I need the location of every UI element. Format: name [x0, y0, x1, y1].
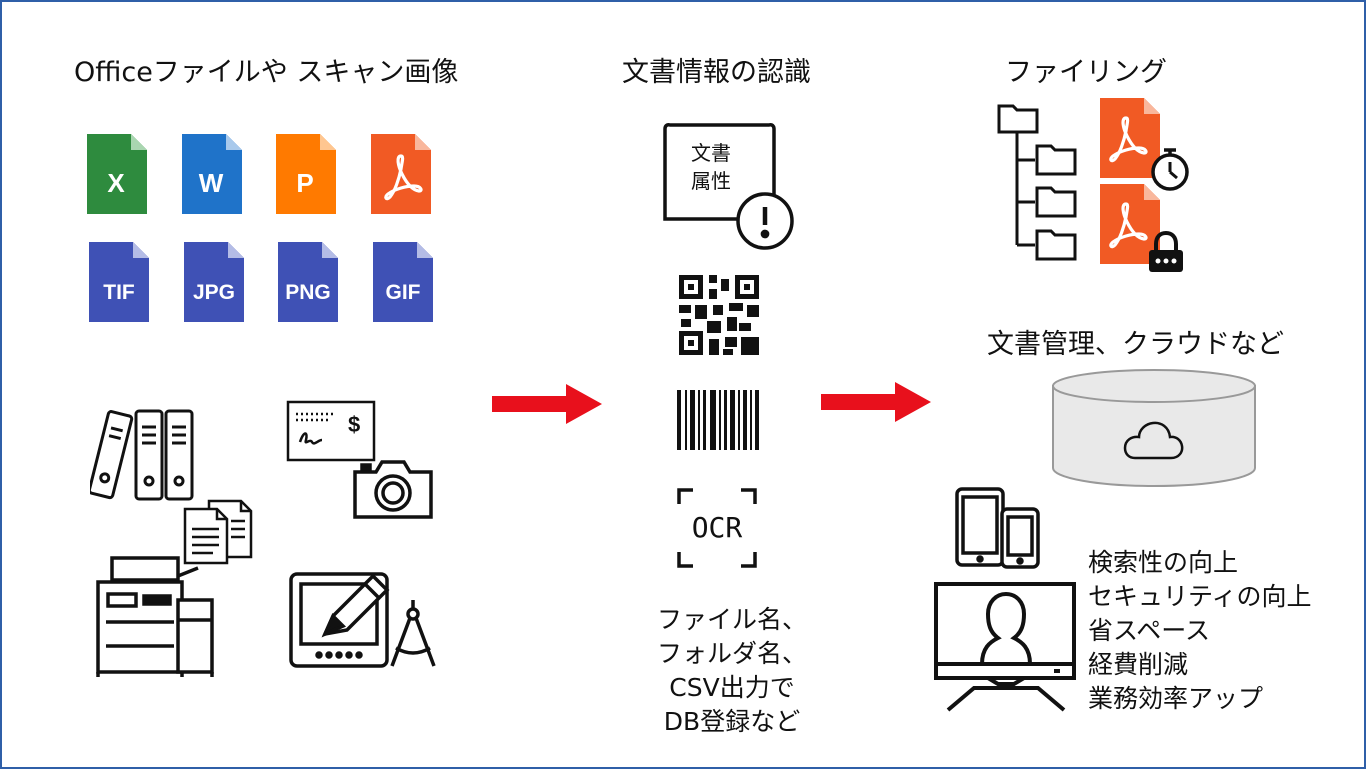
- file-type-label: JPG: [193, 281, 235, 304]
- recognition-section-title: 文書情報の認識: [622, 57, 811, 88]
- qr-code-icon: [679, 275, 759, 355]
- input-section-title: Officeファイルや スキャン画像: [74, 57, 459, 88]
- pdf-timer-icon: [1100, 98, 1192, 196]
- benefit-item: 経費削減: [1088, 650, 1189, 679]
- document-attribute-card: 文書 属性: [661, 121, 795, 253]
- ocr-icon: OCR: [677, 488, 757, 568]
- benefits-list: 検索性の向上 セキュリティの向上 省スペース 経費削減 業務効率アップ: [1088, 546, 1312, 716]
- powerpoint-file-icon: P: [276, 134, 336, 214]
- recognition-outputs: ファイル名、 フォルダ名、 CSV出力で DB登録など: [627, 603, 837, 739]
- file-type-label: TIF: [103, 281, 135, 304]
- benefit-item: 業務効率アップ: [1088, 684, 1264, 713]
- png-file-icon: PNG: [278, 242, 338, 322]
- svg-text:$: $: [348, 412, 360, 437]
- file-type-label: GIF: [386, 281, 421, 304]
- flow-arrow-icon: [492, 384, 604, 424]
- cloud-storage-icon: [1049, 368, 1259, 488]
- word-file-icon: W: [182, 134, 242, 214]
- documents-icon: [183, 499, 253, 565]
- compass-icon: [386, 598, 440, 670]
- filing-section-title: ファイリング: [1005, 57, 1167, 88]
- benefit-item: 検索性の向上: [1088, 548, 1239, 577]
- flow-arrow-icon: [821, 382, 933, 422]
- storage-section-title: 文書管理、クラウドなど: [987, 329, 1284, 360]
- file-type-label: X: [107, 168, 125, 198]
- gif-file-icon: GIF: [373, 242, 433, 322]
- file-type-label: P: [296, 168, 313, 198]
- binders-icon: [90, 407, 200, 502]
- excel-file-icon: X: [87, 134, 147, 214]
- file-type-label: PNG: [285, 281, 331, 304]
- tablet-icon: [955, 487, 1005, 567]
- check-icon: $: [286, 400, 376, 462]
- output-line: フォルダ名、: [656, 639, 807, 668]
- jpg-file-icon: JPG: [184, 242, 244, 322]
- output-line: ファイル名、: [656, 605, 807, 634]
- pdf-file-icon: [371, 134, 431, 214]
- benefit-item: 省スペース: [1088, 616, 1211, 645]
- ocr-label: OCR: [691, 511, 743, 544]
- smartphone-icon: [1000, 507, 1042, 569]
- tif-file-icon: TIF: [89, 242, 149, 322]
- output-line: DB登録など: [663, 707, 801, 736]
- attribute-card-line1: 文書: [691, 141, 731, 165]
- drawing-tablet-icon: [289, 564, 409, 668]
- benefit-item: セキュリティの向上: [1088, 582, 1312, 611]
- attribute-card-line2: 属性: [691, 169, 731, 193]
- monitor-user-icon: [932, 580, 1080, 712]
- folder-tree-icon: [997, 100, 1087, 264]
- barcode-icon: [677, 390, 759, 450]
- pdf-lock-icon: [1100, 184, 1192, 276]
- output-line: CSV出力で: [669, 673, 795, 702]
- multifunction-printer-icon: [94, 550, 218, 678]
- camera-icon: [352, 458, 434, 520]
- file-type-label: W: [199, 168, 224, 198]
